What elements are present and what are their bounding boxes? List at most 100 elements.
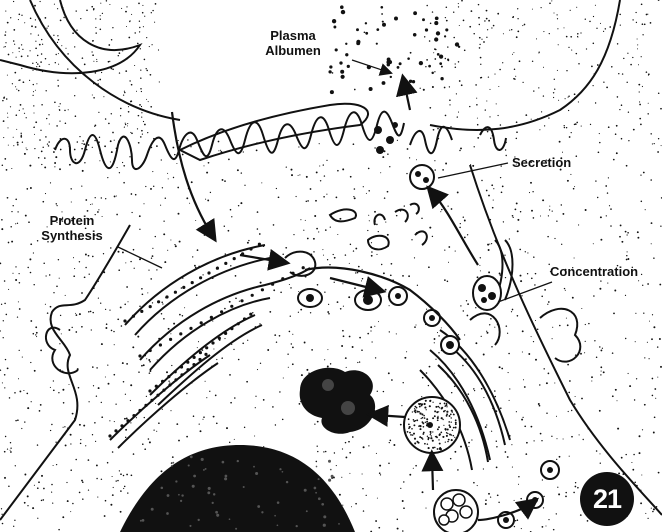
stipple-dot [152, 302, 153, 303]
stipple-dot [334, 282, 335, 283]
stipple-dot [60, 315, 61, 316]
stipple-dot [367, 230, 368, 231]
stipple-dot [566, 318, 567, 319]
stipple-dot [458, 112, 459, 113]
stipple-dot [142, 12, 144, 14]
stipple-dot [141, 117, 142, 118]
stipple-dot [618, 73, 619, 74]
stipple-dot [122, 251, 124, 253]
stipple-dot [514, 500, 515, 501]
stipple-dot [126, 6, 127, 7]
stipple-dot [376, 453, 377, 454]
stipple-dot [41, 151, 43, 153]
stipple-dot [434, 169, 436, 171]
stipple-dot [98, 209, 99, 210]
stipple-dot [417, 285, 418, 286]
stipple-dot [453, 11, 454, 12]
stipple-dot [36, 66, 37, 67]
stipple-dot [437, 417, 439, 419]
stipple-dot [149, 46, 150, 47]
stipple-dot [446, 20, 448, 22]
stipple-dot [477, 485, 478, 486]
stipple-dot [109, 4, 110, 5]
stipple-dot [617, 428, 619, 430]
stipple-dot [82, 498, 84, 500]
stipple-dot [453, 414, 455, 416]
stipple-dot [337, 301, 339, 303]
stipple-dot [575, 123, 577, 125]
stipple-dot [522, 25, 523, 26]
stipple-dot [641, 475, 642, 476]
stipple-dot [362, 488, 363, 489]
stipple-dot [621, 138, 623, 140]
plasma-label-line1: Plasma [248, 28, 338, 43]
stipple-dot [397, 519, 399, 521]
stipple-dot [149, 441, 151, 443]
stipple-dot [496, 103, 497, 104]
stipple-dot [531, 426, 533, 428]
stipple-dot [455, 251, 456, 252]
stipple-dot [620, 25, 621, 26]
stipple-dot [329, 65, 332, 68]
ribosome-dot [138, 354, 141, 357]
stipple-dot [114, 421, 115, 422]
stipple-dot [385, 222, 386, 223]
stipple-dot [129, 21, 130, 22]
stipple-dot [496, 467, 498, 469]
stipple-dot [608, 177, 609, 178]
stipple-dot [538, 403, 540, 405]
stipple-dot [3, 320, 4, 321]
stipple-dot [35, 121, 37, 123]
stipple-dot [173, 323, 175, 325]
stipple-dot [640, 124, 642, 126]
stipple-dot [15, 266, 16, 267]
stipple-dot [247, 242, 249, 244]
stipple-dot [2, 382, 3, 383]
stipple-dot [48, 25, 49, 26]
stipple-dot [243, 151, 244, 152]
ribosome-dot [123, 319, 126, 322]
stipple-dot [554, 79, 555, 80]
stipple-dot [317, 421, 319, 423]
stipple-dot [261, 511, 263, 513]
stipple-dot [279, 391, 280, 392]
stipple-dot [5, 11, 6, 12]
ribosome-dot [249, 313, 252, 316]
stipple-dot [532, 9, 533, 10]
stipple-dot [40, 404, 42, 406]
stipple-dot [507, 333, 508, 334]
stipple-dot [4, 374, 6, 376]
stipple-dot [652, 143, 653, 144]
stipple-dot [361, 349, 363, 351]
stipple-dot [314, 215, 316, 217]
stipple-dot [428, 437, 430, 439]
stipple-dot [150, 106, 152, 108]
stipple-dot [541, 111, 542, 112]
stipple-dot [505, 451, 507, 453]
ribosome-dot [211, 341, 214, 344]
stipple-dot [109, 420, 110, 421]
stipple-dot [45, 136, 47, 138]
stipple-dot [29, 258, 31, 260]
stipple-dot [429, 107, 431, 109]
stipple-dot [128, 106, 129, 107]
stipple-dot [98, 298, 99, 299]
stipple-dot [172, 456, 174, 458]
stipple-dot [569, 380, 571, 382]
stipple-dot [499, 366, 501, 368]
stipple-dot [2, 100, 4, 102]
stipple-dot [64, 110, 66, 112]
stipple-dot [433, 52, 434, 53]
right-blebs [540, 309, 580, 362]
stipple-dot [412, 411, 413, 412]
stipple-dot [279, 468, 281, 470]
stipple-dot [290, 287, 292, 289]
stipple-dot [661, 145, 662, 146]
stipple-dot [585, 324, 586, 325]
stipple-dot [409, 432, 411, 434]
stipple-dot [76, 29, 77, 30]
stipple-dot [32, 70, 33, 71]
stipple-dot [515, 520, 516, 521]
stipple-dot [125, 262, 126, 263]
stipple-dot [10, 451, 12, 453]
